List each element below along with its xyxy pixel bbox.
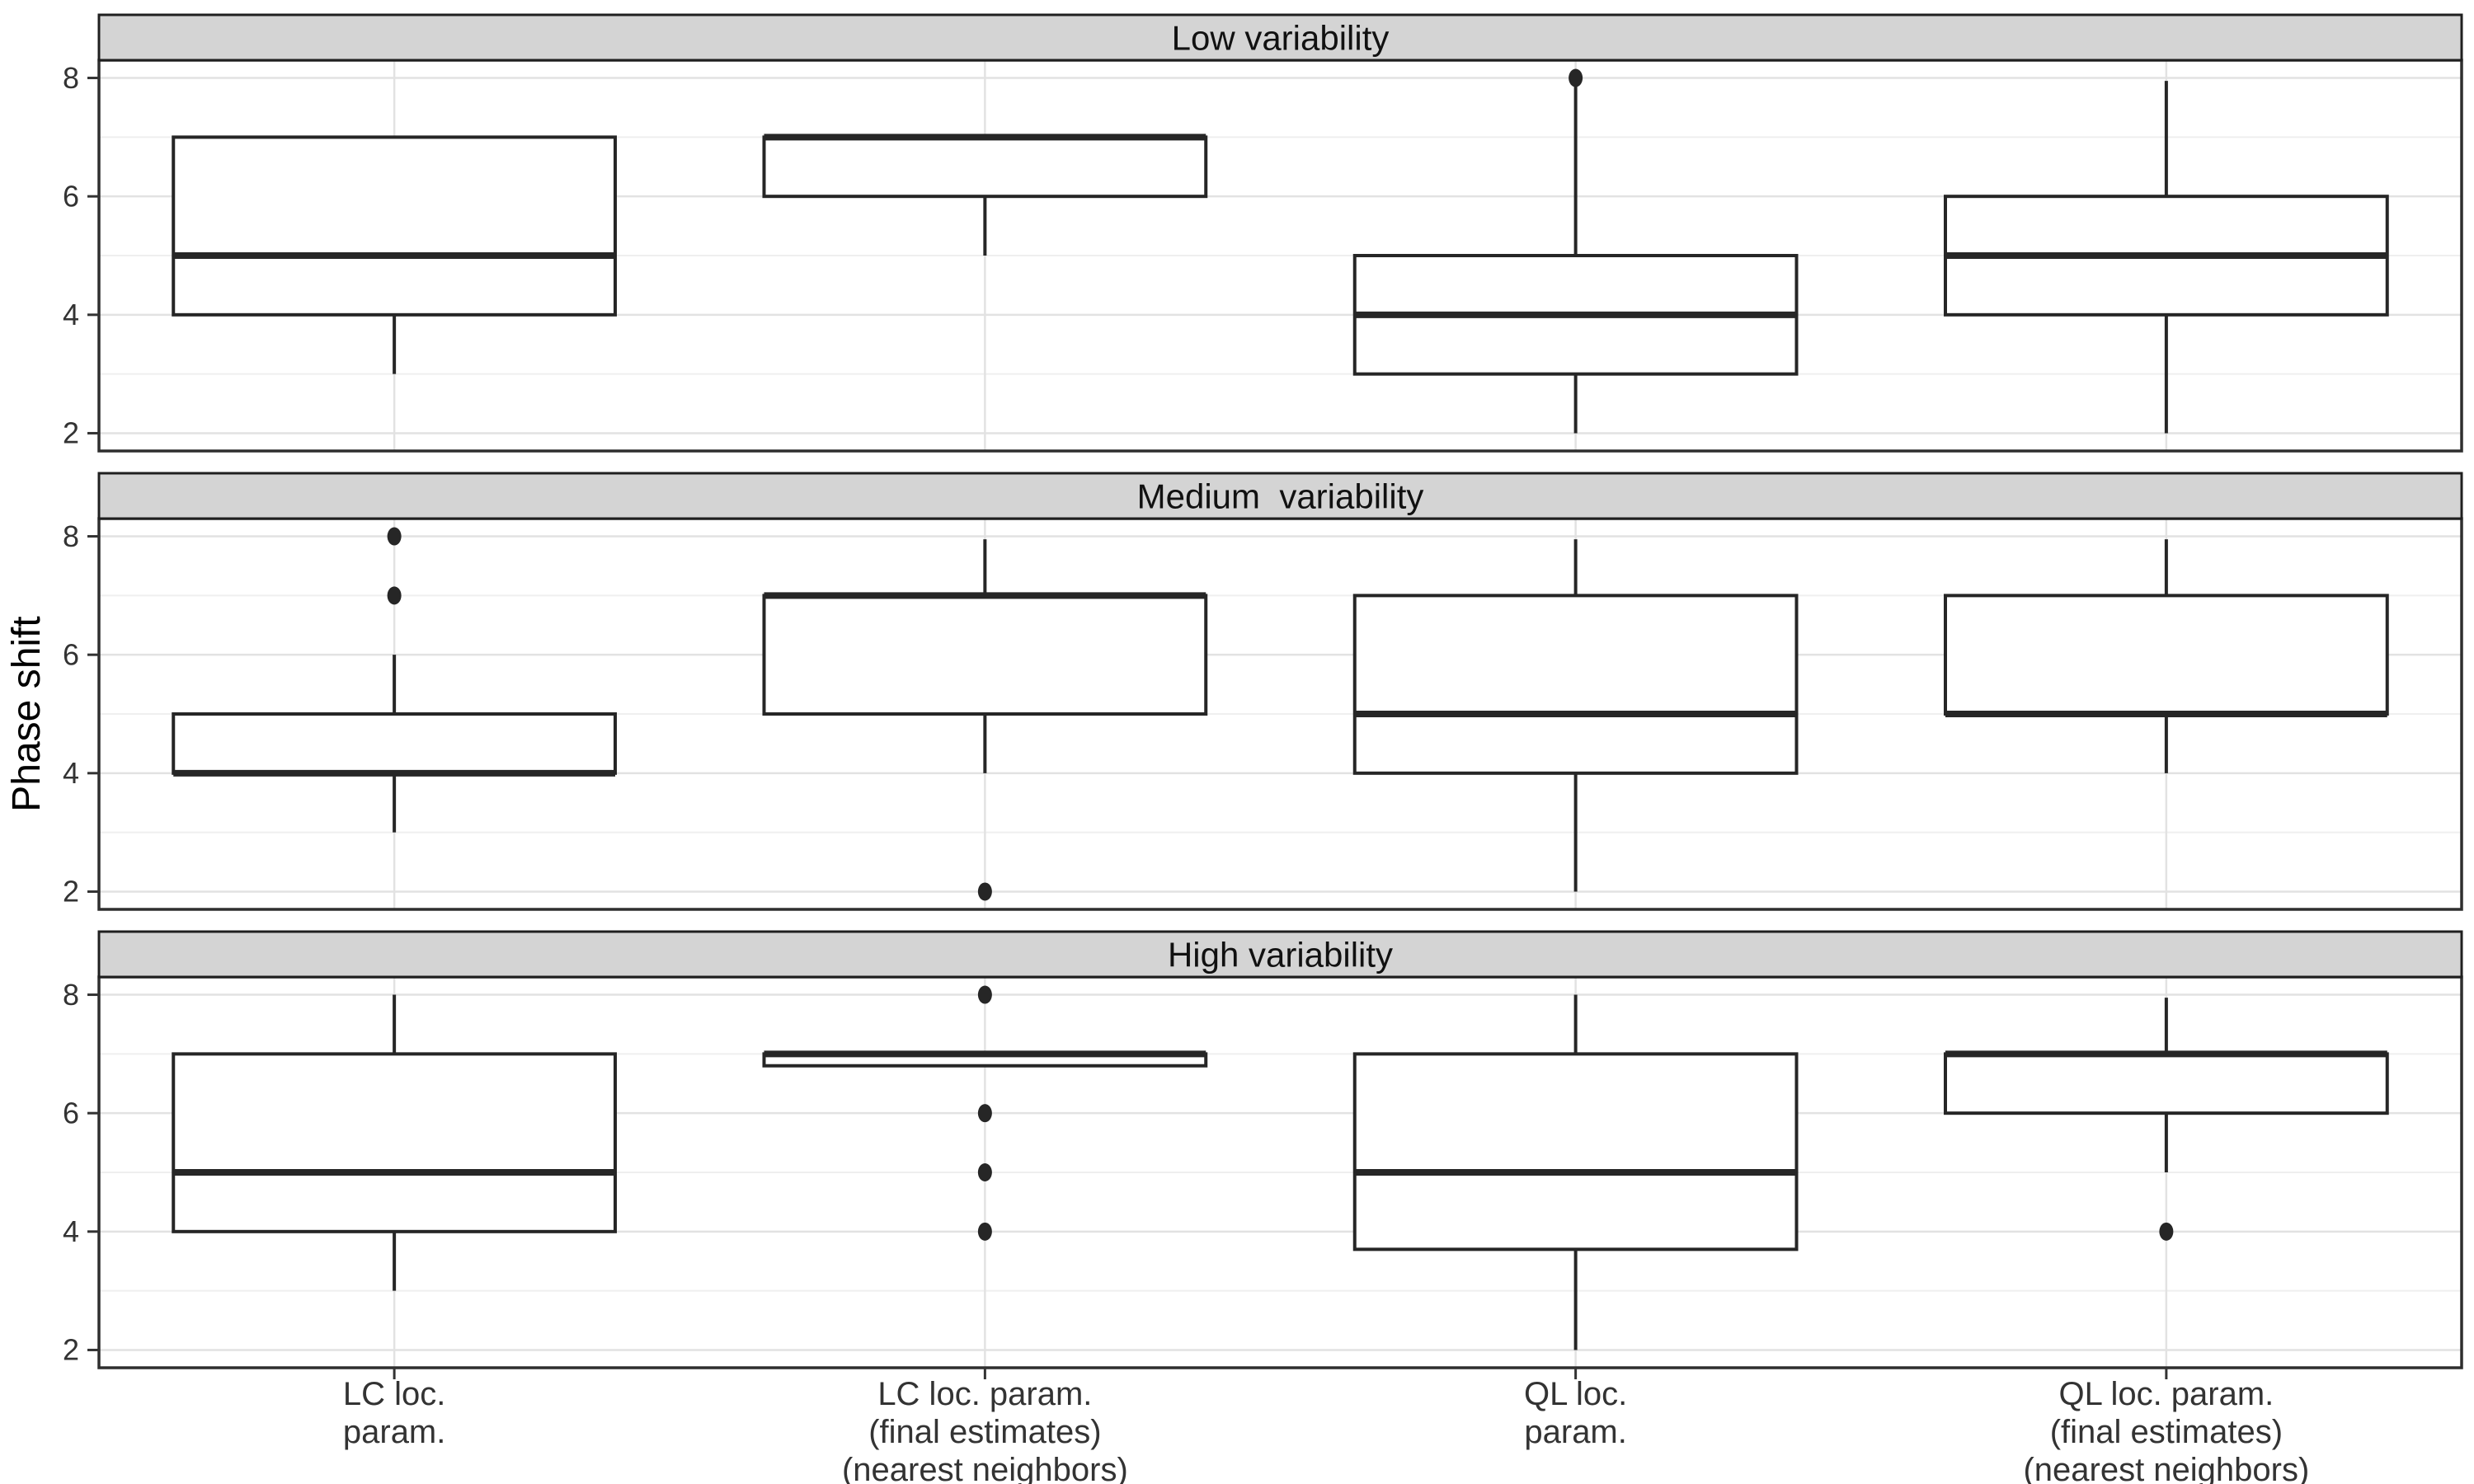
boxplot [1943, 998, 2389, 1241]
boxplot [1943, 539, 2389, 773]
y-tick-label: 2 [63, 416, 79, 450]
boxplot-box [1352, 594, 1799, 775]
x-category-label: QL loc.param. [1524, 1376, 1627, 1450]
outlier-point [977, 1163, 992, 1181]
outlier-point [977, 1104, 992, 1123]
boxplot-box [1352, 1052, 1799, 1252]
outlier-point [1569, 68, 1583, 87]
boxplot [1943, 81, 2389, 434]
x-category-label: LC loc.param. [343, 1376, 446, 1450]
y-tick-label: 8 [63, 978, 79, 1012]
boxplot-box [172, 1052, 618, 1233]
x-category-label-line: (nearest neighbors) [842, 1452, 1128, 1484]
outlier-point [977, 882, 992, 901]
x-category-label-line: (final estimates) [2050, 1414, 2283, 1450]
boxplot-box [1943, 1052, 2389, 1115]
boxplot [172, 135, 618, 374]
x-category-label-line: LC loc. param. [877, 1376, 1092, 1412]
boxplot-box [172, 712, 618, 775]
boxplot [1352, 68, 1799, 434]
boxplot [172, 527, 618, 833]
facet-2: Medium variability 2 4 6 8 [63, 472, 2463, 911]
x-category-label: LC loc. param.(final estimates)(nearest … [842, 1376, 1128, 1484]
facet-strip [97, 930, 2463, 979]
x-category-label-line: (nearest neighbors) [2023, 1452, 2309, 1484]
outlier-point [2159, 1222, 2174, 1241]
boxplot-box [172, 135, 618, 317]
y-tick-label: 8 [63, 61, 79, 95]
boxplot [762, 985, 1208, 1241]
y-tick-label: 6 [63, 637, 79, 671]
outlier-point [387, 586, 402, 605]
facet-strip-label: Medium variability [1137, 477, 1424, 516]
x-category-label: QL loc. param.(final estimates)(nearest … [2023, 1376, 2309, 1484]
outlier-point [977, 985, 992, 1004]
y-axis-title: Phase shift [5, 616, 49, 811]
x-category-label-line: QL loc. [1524, 1376, 1627, 1412]
boxplot [762, 539, 1208, 901]
outlier-point [387, 527, 402, 546]
x-category-label-line: QL loc. param. [2058, 1376, 2274, 1412]
facet-strip-label: High variability [1168, 936, 1393, 974]
x-category-label-line: (final estimates) [868, 1414, 1101, 1450]
y-tick-label: 4 [63, 1214, 79, 1248]
y-tick-label: 8 [63, 519, 79, 553]
y-tick-label: 4 [63, 298, 79, 331]
boxplot-box [1943, 594, 2389, 716]
x-category-label-line: LC loc. [343, 1376, 446, 1412]
x-category-label-line: param. [1524, 1414, 1627, 1450]
boxplot [762, 134, 1208, 256]
boxplot [1352, 994, 1799, 1350]
facet-strip [97, 472, 2463, 520]
y-tick-label: 4 [63, 756, 79, 790]
facet-strip-label: Low variability [1172, 19, 1390, 58]
boxplot-box [762, 594, 1208, 716]
x-category-label-line: param. [343, 1414, 446, 1450]
facet-strip [97, 13, 2463, 62]
facet-1: Low variability 2 4 6 8 [63, 13, 2463, 453]
outlier-point [977, 1222, 992, 1241]
boxplot [172, 994, 618, 1291]
y-tick-label: 2 [63, 875, 79, 909]
y-tick-label: 6 [63, 179, 79, 213]
boxplot-box [762, 135, 1208, 199]
y-tick-label: 2 [63, 1333, 79, 1367]
y-tick-label: 6 [63, 1096, 79, 1129]
boxplot [1352, 539, 1799, 892]
